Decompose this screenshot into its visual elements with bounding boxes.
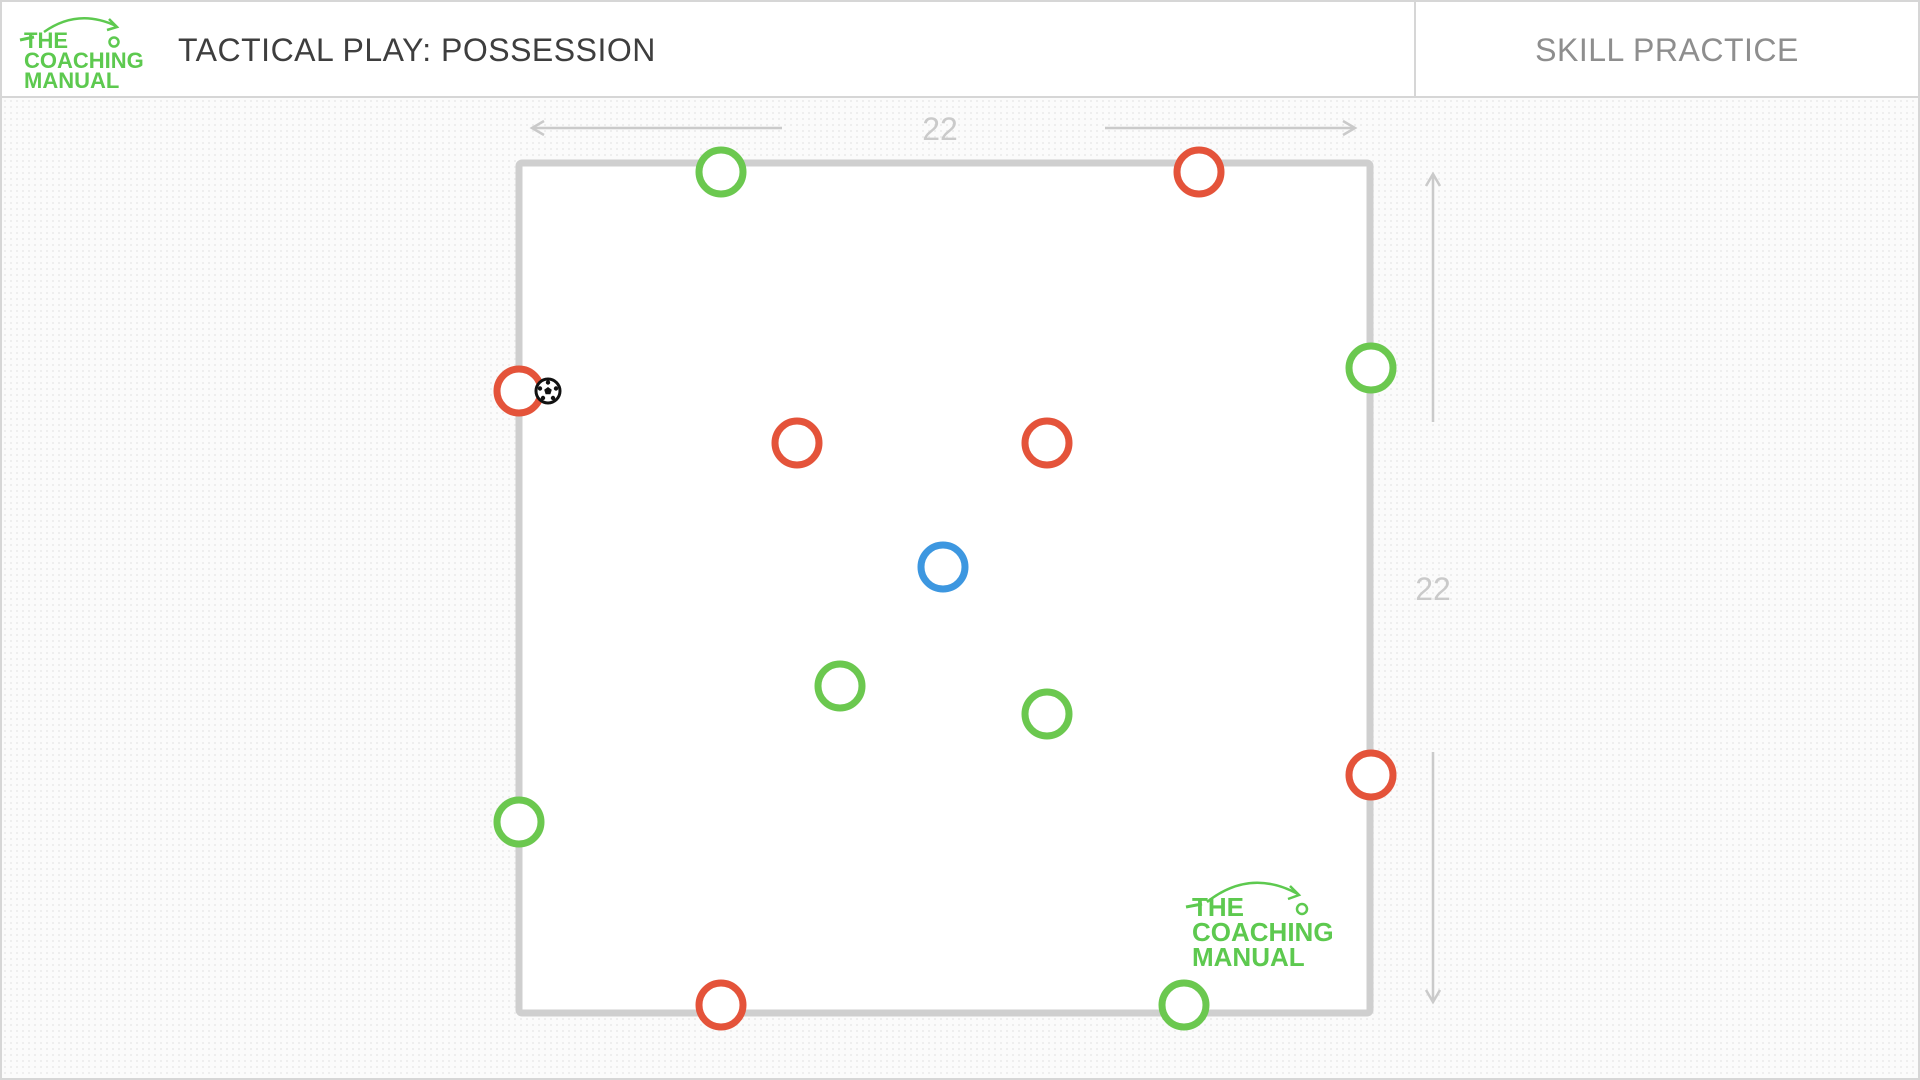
header-divider bbox=[1414, 2, 1416, 96]
player-marker-edge-top-left[interactable] bbox=[695, 146, 747, 198]
player-marker-center-neutral[interactable] bbox=[917, 541, 969, 593]
category-label: SKILL PRACTICE bbox=[1535, 32, 1799, 68]
player-marker-edge-right-upper[interactable] bbox=[1345, 342, 1397, 394]
arrowhead-left-icon bbox=[529, 119, 545, 137]
player-marker-inside-lower-left[interactable] bbox=[814, 660, 866, 712]
watermark-text-coaching: COACHING bbox=[1192, 917, 1334, 947]
ball-icon[interactable] bbox=[534, 377, 562, 405]
player-marker-inside-upper-right[interactable] bbox=[1021, 417, 1073, 469]
player-marker-inside-upper-left[interactable] bbox=[771, 417, 823, 469]
player-marker-inside-lower-right[interactable] bbox=[1021, 688, 1073, 740]
pitch-diagram: 22 22 THE COACHING MANUAL bbox=[493, 111, 1451, 1031]
arrowhead-down-icon bbox=[1424, 989, 1442, 1005]
height-label: 22 bbox=[1415, 571, 1451, 607]
watermark-text-the: THE bbox=[1192, 892, 1244, 922]
height-dimension: 22 bbox=[1415, 171, 1451, 1005]
logo-text-coaching: COACHING bbox=[24, 48, 144, 73]
width-dimension: 22 bbox=[529, 111, 1358, 147]
coaching-manual-logo: THE COACHING MANUAL bbox=[19, 17, 144, 92]
player-marker-edge-right-lower[interactable] bbox=[1345, 749, 1397, 801]
arrowhead-up-icon bbox=[1424, 171, 1442, 187]
player-marker-edge-bottom-right[interactable] bbox=[1158, 979, 1210, 1031]
width-label: 22 bbox=[922, 111, 958, 147]
header-bar: THE COACHING MANUAL TACTICAL PLAY: POSSE… bbox=[2, 2, 1918, 98]
watermark-text-manual: MANUAL bbox=[1192, 942, 1305, 972]
player-marker-edge-left-with-ball[interactable] bbox=[493, 365, 545, 417]
players-layer bbox=[493, 146, 1397, 1031]
logo-text-manual: MANUAL bbox=[24, 68, 119, 92]
player-marker-edge-top-right[interactable] bbox=[1173, 146, 1225, 198]
player-marker-edge-bottom-left[interactable] bbox=[695, 979, 747, 1031]
logo-text-the: THE bbox=[24, 28, 68, 53]
player-marker-edge-left-lower[interactable] bbox=[493, 796, 545, 848]
arrowhead-right-icon bbox=[1342, 119, 1358, 137]
page-title: TACTICAL PLAY: POSSESSION bbox=[178, 32, 656, 68]
watermark-logo: THE COACHING MANUAL bbox=[1185, 881, 1334, 972]
